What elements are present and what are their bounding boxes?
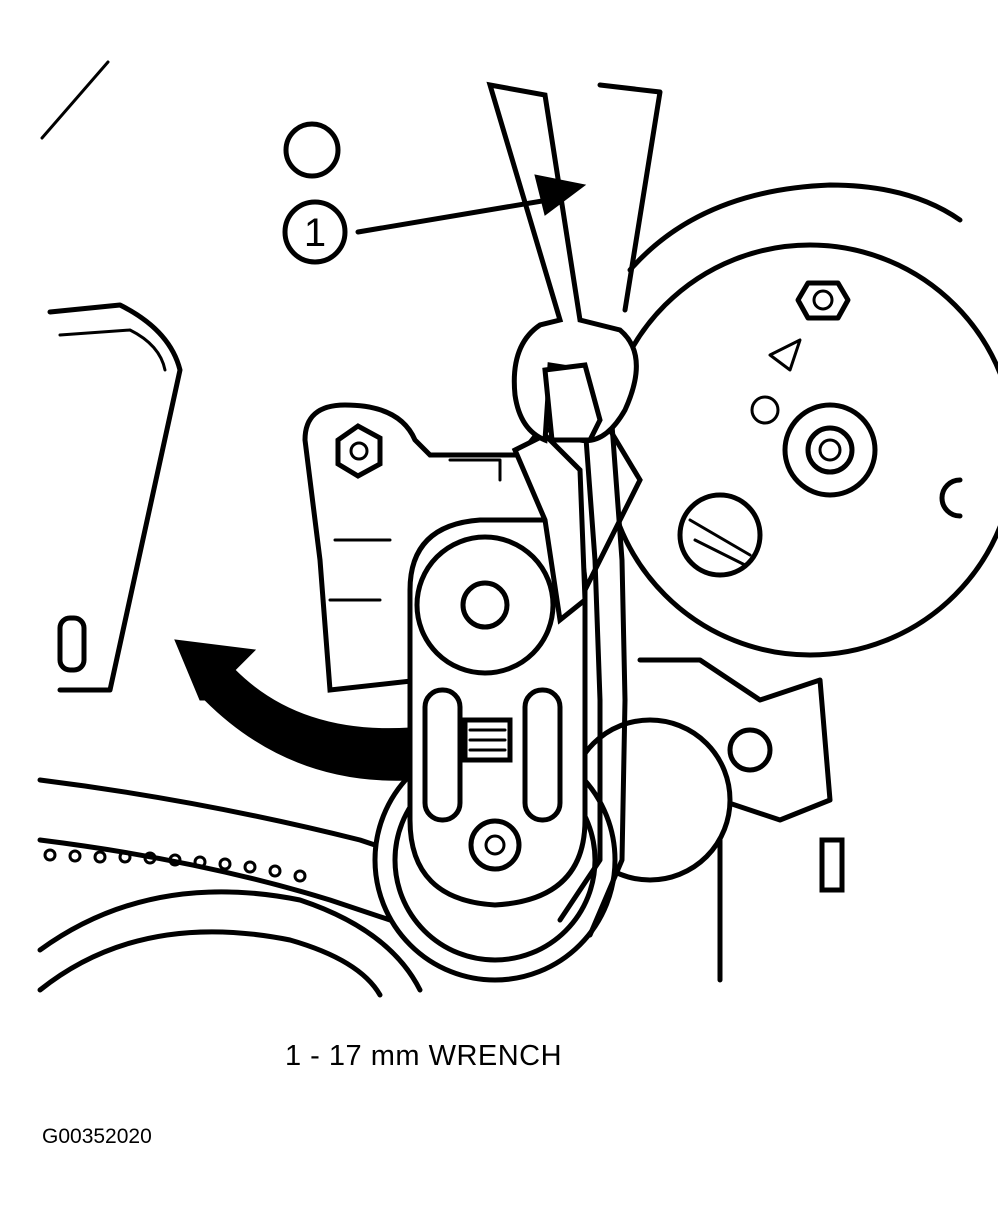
bracket-stud (819, 837, 845, 893)
figure-identifier: G00352020 (42, 1125, 152, 1148)
belt-tensioner-illustration: 1 (37, 60, 998, 998)
belt-rivets (43, 848, 307, 883)
bracket-bolt-hole (727, 727, 773, 773)
large-pulley (602, 242, 998, 658)
housing-edge (58, 328, 167, 372)
base-bolt (335, 423, 383, 479)
callout-1: 1 (282, 174, 587, 265)
arm-slot-left (422, 687, 463, 823)
figure-caption: 1 - 17 mm WRENCH (285, 1040, 563, 1072)
crank-pulley-outer (37, 889, 423, 993)
drive-belt-right-edge (587, 422, 628, 938)
pivot-hole (460, 580, 510, 630)
drive-belt-left-edge (557, 422, 603, 923)
tensioner-pivot-boss (414, 534, 556, 676)
arm-slot-right (522, 687, 563, 823)
engine-cover-housing (47, 302, 183, 693)
base-ribs (328, 458, 502, 602)
callout-number: 1 (304, 211, 326, 255)
housing-tab (57, 615, 87, 673)
belt-upper-edge (37, 777, 423, 863)
crank-pulley-inner (37, 929, 383, 998)
pulley-rim (627, 182, 963, 273)
wrench (486, 81, 663, 444)
arm-pulley-bolt (468, 818, 522, 872)
engine-edge-line (40, 60, 110, 140)
reference-hole (283, 121, 341, 179)
